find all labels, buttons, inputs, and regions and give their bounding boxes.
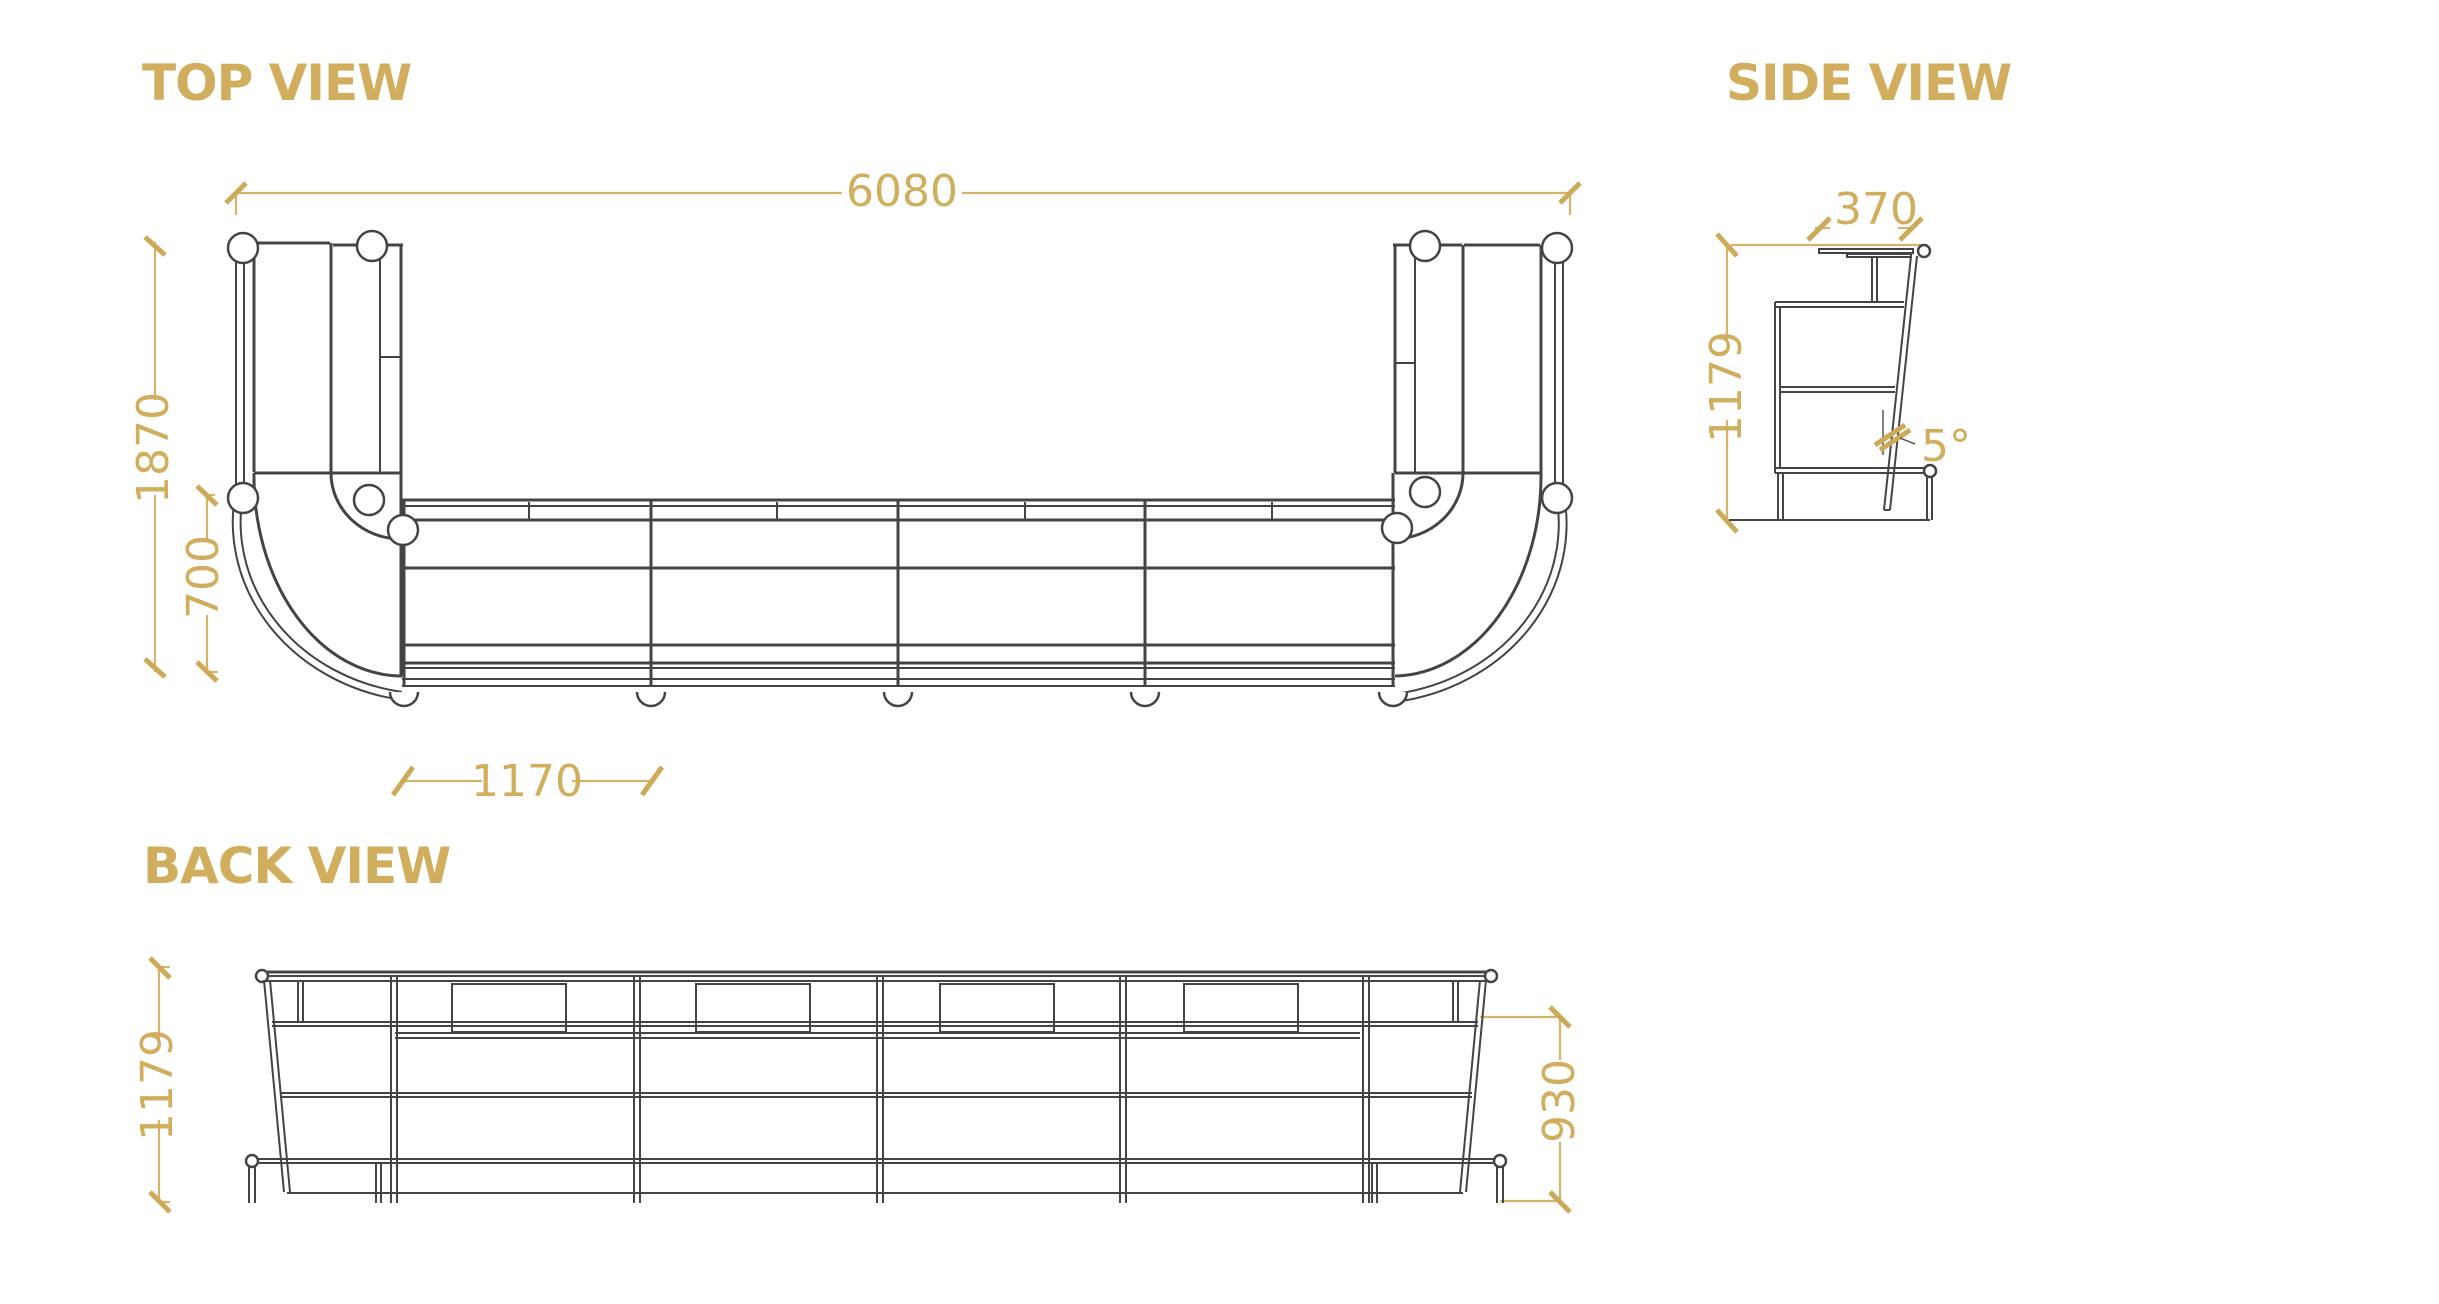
dimension-module-width: 1170 (390, 756, 665, 807)
dim-370-label: 370 (1834, 184, 1918, 235)
dimension-return-depth: 700 (178, 484, 229, 683)
back-view-posts (390, 976, 1370, 1203)
dim-1170-label: 1170 (471, 756, 583, 807)
dimension-back-height: 1179 (132, 956, 183, 1214)
dim-back-1179-label: 1179 (132, 1029, 183, 1141)
side-view-drawing: 370 1179 (1701, 184, 1971, 534)
dimension-counter-height: 930 (1480, 1005, 1585, 1214)
dim-6080-label: 6080 (846, 166, 958, 217)
top-view-drawing: 6080 1870 700 1170 (128, 166, 1582, 807)
top-view-posts (226, 229, 1574, 708)
back-view-panels (451, 983, 1299, 1033)
dim-1870-label: 1870 (128, 392, 179, 504)
dim-930-label: 930 (1534, 1059, 1585, 1143)
dim-side-1179-label: 1179 (1701, 331, 1752, 443)
right-wing (1391, 243, 1568, 703)
back-view-drawing: 1179 930 (132, 956, 1585, 1214)
angle-5-label: 5° (1921, 421, 1971, 472)
dimension-overall-depth: 1870 (128, 235, 179, 679)
top-view-title: TOP VIEW (142, 54, 411, 112)
center-modules (402, 498, 1395, 687)
side-view-title: SIDE VIEW (1726, 54, 2011, 112)
dimension-top-depth: 370 (1806, 184, 1924, 242)
dimension-side-height: 1179 (1701, 232, 1921, 534)
dim-700-label: 700 (178, 535, 229, 619)
left-wing (231, 241, 403, 701)
back-view-title: BACK VIEW (143, 837, 450, 895)
dimension-overall-width: 6080 (224, 166, 1582, 217)
